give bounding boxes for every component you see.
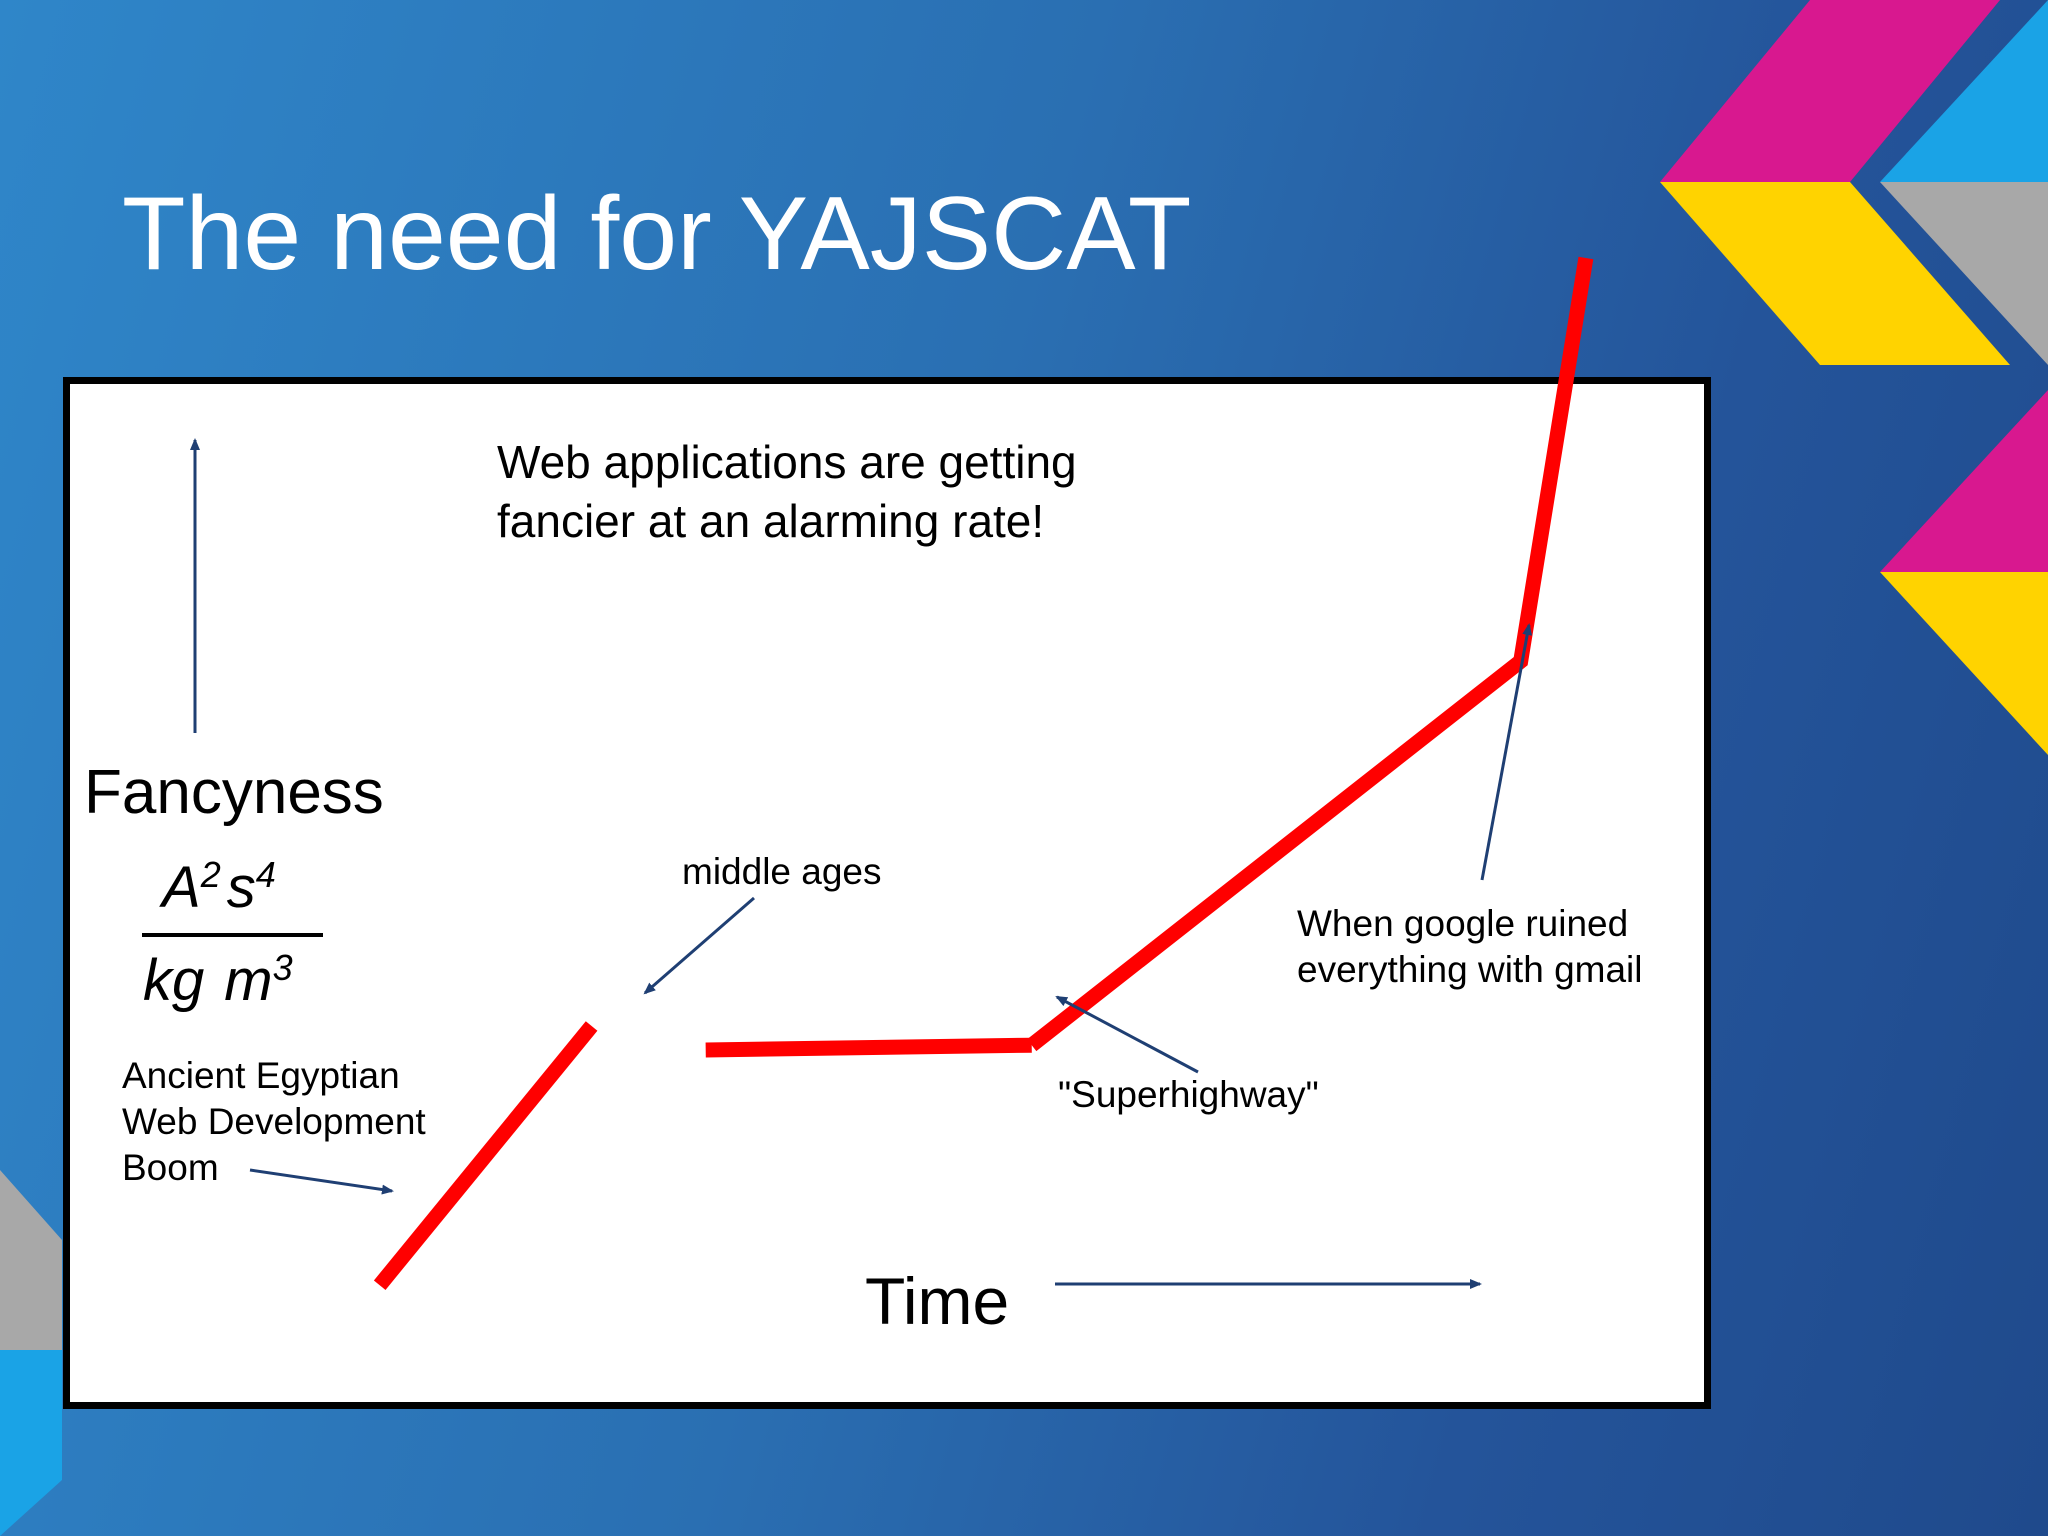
annotation-egyptian-line-2: Web Development (122, 1101, 426, 1142)
series-layer (373, 256, 1594, 1290)
y-axis-label: Fancyness (84, 758, 384, 827)
annotation-arrow-gmail (1480, 623, 1533, 881)
chart-panel (63, 377, 1711, 1409)
annotation-arrow-middle-ages (643, 896, 755, 995)
deco-magenta-mid (1880, 390, 2048, 572)
series-0-segment-2 (1027, 256, 1594, 1052)
chart-title-line-1: Web applications are getting (497, 436, 1077, 488)
annotation-superhighway: "Superhighway" (1058, 1074, 1319, 1115)
annotation-arrow-egyptian (249, 1168, 394, 1195)
deco-gray-top (1880, 182, 2048, 365)
deco-yellow-top (1660, 182, 2010, 365)
annotation-gmail-line-2: everything with gmail (1297, 949, 1642, 990)
annotation-superhighway-line-1: "Superhighway" (1058, 1074, 1319, 1115)
annotation-egyptian: Ancient Egyptian Web Development Boom (122, 1055, 436, 1188)
slide-title: The need for YAJSCAT (122, 176, 1192, 292)
deco-gray-bottom (0, 1170, 62, 1350)
chart-title: Web applications are getting fancier at … (497, 436, 1089, 547)
deco-cyan-bottom (0, 1350, 62, 1536)
annotation-egyptian-line-1: Ancient Egyptian (122, 1055, 400, 1096)
series-0-segment-0 (373, 1021, 598, 1290)
annotation-middle-ages-line-1: middle ages (682, 851, 882, 892)
annotation-middle-ages: middle ages (682, 851, 882, 892)
annotation-egyptian-line-3: Boom (122, 1147, 219, 1188)
annotation-gmail: When google ruined everything with gmail (1297, 903, 1642, 990)
chart-title-line-2: fancier at an alarming rate! (497, 495, 1044, 547)
series-0-segment-1 (705, 1037, 1032, 1058)
annotation-arrow-superhighway (1055, 995, 1199, 1074)
deco-magenta-top (1660, 0, 2000, 182)
x-axis-label: Time (865, 1264, 1009, 1338)
deco-yellow-mid (1880, 572, 2048, 755)
deco-cyan-top (1880, 0, 2048, 182)
annotation-gmail-line-1: When google ruined (1297, 903, 1628, 944)
